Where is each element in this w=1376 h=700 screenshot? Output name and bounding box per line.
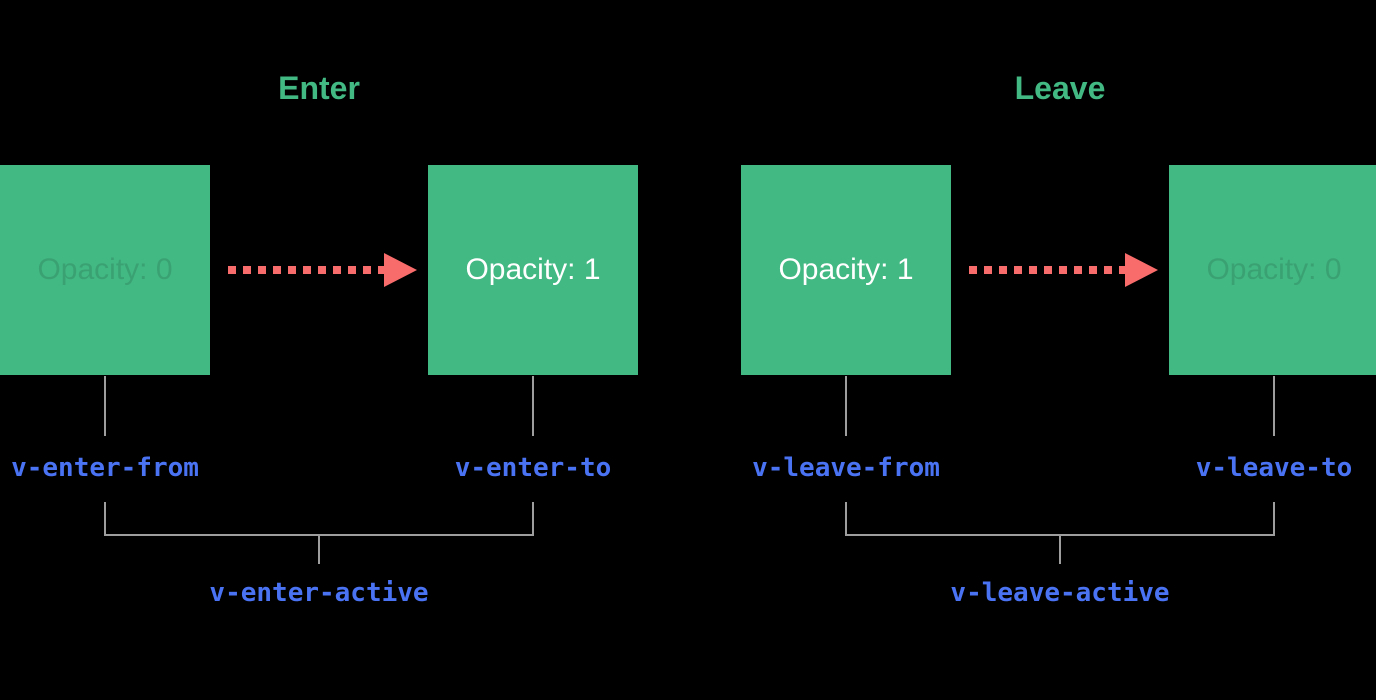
leave-from-box: Opacity: 1 xyxy=(741,165,951,375)
leave-to-box: Opacity: 0 xyxy=(1169,165,1376,375)
connector-line xyxy=(532,502,534,535)
connector-line xyxy=(104,502,106,535)
enter-title: Enter xyxy=(278,70,360,106)
leave-title: Leave xyxy=(1014,70,1106,106)
leave-section: Leave Opacity: 1 Opacity: 0 v-leave-from… xyxy=(741,0,1376,700)
leave-dashed-arrow-icon xyxy=(969,253,1158,287)
v-leave-active-label: v-leave-active xyxy=(950,578,1170,608)
v-enter-active-label: v-enter-active xyxy=(209,578,429,608)
enter-from-box: Opacity: 0 xyxy=(0,165,210,375)
connector-line xyxy=(1059,536,1061,564)
connector-line xyxy=(318,536,320,564)
enter-dashed-arrow-icon xyxy=(228,253,417,287)
v-enter-to-label: v-enter-to xyxy=(454,453,612,483)
enter-to-box-label: Opacity: 1 xyxy=(465,253,601,286)
enter-to-box: Opacity: 1 xyxy=(428,165,638,375)
bracket-line xyxy=(104,534,534,536)
connector-line xyxy=(1273,376,1275,436)
v-enter-from-label: v-enter-from xyxy=(11,453,199,483)
connector-line xyxy=(845,502,847,535)
enter-from-box-label: Opacity: 0 xyxy=(37,253,173,286)
leave-to-box-label: Opacity: 0 xyxy=(1206,253,1342,286)
leave-from-box-label: Opacity: 1 xyxy=(778,253,914,286)
connector-line xyxy=(532,376,534,436)
v-leave-to-label: v-leave-to xyxy=(1195,453,1353,483)
v-leave-from-label: v-leave-from xyxy=(752,453,940,483)
bracket-line xyxy=(845,534,1275,536)
enter-section: Enter Opacity: 0 Opacity: 1 v-enter-from… xyxy=(0,0,638,700)
connector-line xyxy=(1273,502,1275,535)
connector-line xyxy=(104,376,106,436)
connector-line xyxy=(845,376,847,436)
